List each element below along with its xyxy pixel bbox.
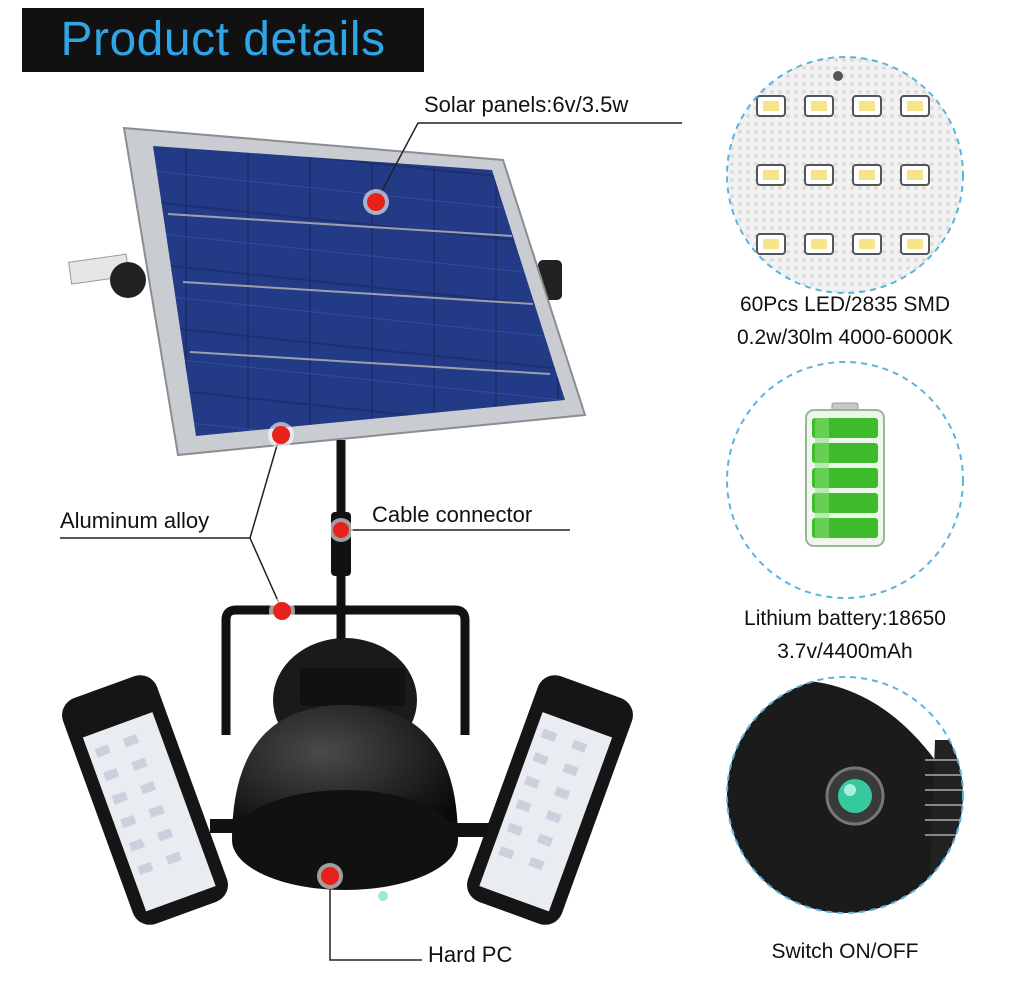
battery-spec-line2: 3.7v/4400mAh (777, 640, 913, 663)
battery-spec-line1: Lithium battery:18650 (744, 607, 946, 630)
marker-solar (367, 193, 385, 211)
page-title: Product details (60, 13, 386, 66)
switch-closeup (726, 676, 964, 914)
led-closeup (726, 56, 964, 294)
leader-lines (60, 122, 682, 961)
label-solar-panels: Solar panels:6v/3.5w (424, 92, 629, 117)
marker-hardpc (321, 867, 339, 885)
switch-caption: Switch ON/OFF (771, 940, 919, 963)
label-aluminum-alloy: Aluminum alloy (60, 508, 210, 533)
battery-spec-caption: Lithium battery:18650 3.7v/4400mAh (680, 602, 1010, 668)
marker-cable (333, 522, 349, 538)
lamp (62, 605, 633, 925)
led-panel-left (62, 675, 228, 925)
knob-left-icon (110, 262, 146, 298)
callout-markers (268, 189, 389, 889)
led-spec-line2: 0.2w/30lm 4000-6000K (737, 326, 953, 349)
solar-panel (68, 126, 587, 457)
led-spec-line1: 60Pcs LED/2835 SMD (739, 293, 951, 316)
title-banner (22, 8, 424, 72)
marker-handle (273, 602, 291, 620)
battery-closeup (726, 361, 964, 599)
label-cable-connector: Cable connector (372, 502, 533, 527)
led-panel-right (467, 675, 633, 925)
battery-icon (805, 402, 885, 547)
sensor-icon (378, 891, 388, 901)
marker-frame (272, 426, 290, 444)
label-hard-pc: Hard PC (428, 942, 513, 967)
led-spec-caption: 60Pcs LED/2835 SMD 0.2w/30lm 4000-6000K (680, 288, 1010, 354)
